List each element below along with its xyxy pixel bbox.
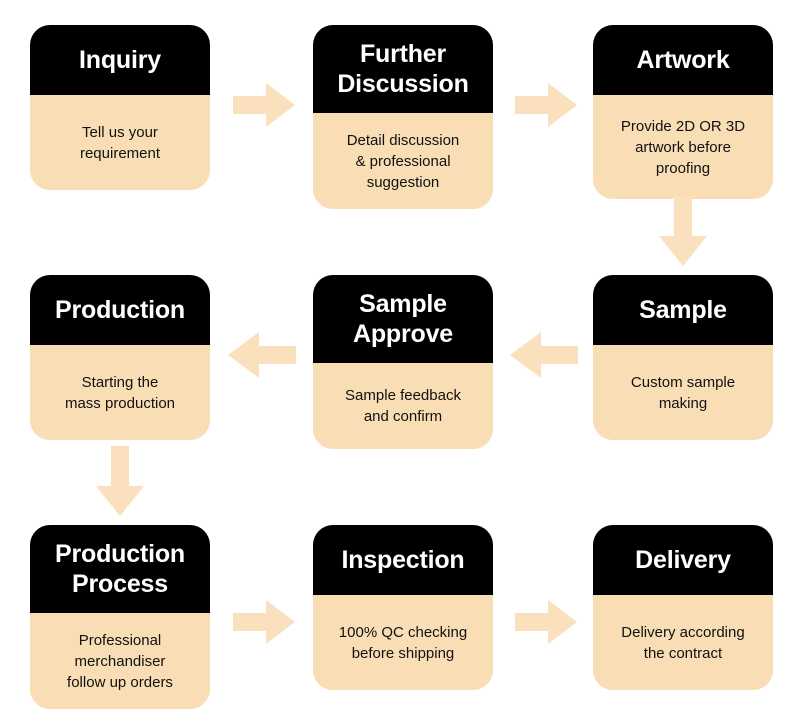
flow-node-body: Detail discussion & professional suggest… (313, 113, 493, 209)
flow-node-title: Sample Approve (313, 275, 493, 363)
body-line: suggestion (366, 173, 440, 191)
flow-node-body-text: Detail discussion & professional suggest… (347, 130, 460, 193)
body-line: Provide 2D OR 3D (620, 117, 746, 135)
flow-node-body-text: Professional merchandiser follow up orde… (67, 630, 173, 693)
flow-node-delivery[interactable]: Delivery Delivery according the contract (593, 525, 773, 690)
body-line: Professional (78, 631, 162, 649)
body-line: and confirm (363, 408, 443, 425)
flow-node-inspection[interactable]: Inspection 100% QC checking before shipp… (313, 525, 493, 690)
flow-node-body-text: Starting the mass production (65, 372, 175, 414)
flow-node-title-text: Further Discussion (337, 39, 469, 99)
body-line: follow up orders (67, 673, 173, 691)
flow-node-title: Inspection (313, 525, 493, 595)
flow-node-title: Inquiry (30, 25, 210, 95)
flow-node-title: Artwork (593, 25, 773, 95)
body-line: Sample feedback (345, 387, 461, 404)
body-line: 100% QC checking (338, 623, 468, 641)
flow-node-title-text: Inspection (341, 546, 465, 574)
flow-node-sample-approve[interactable]: Sample Approve Sample feedback and confi… (313, 275, 493, 449)
flow-node-title: Sample (593, 275, 773, 345)
body-line: Delivery according (621, 623, 745, 641)
flow-node-body-text: Delivery according the contract (621, 622, 744, 664)
flow-node-body: 100% QC checking before shipping (313, 595, 493, 690)
title-line: Process (72, 570, 168, 598)
flow-node-production-process[interactable]: Production Process Professional merchand… (30, 525, 210, 709)
flow-node-body: Tell us your requirement (30, 95, 210, 190)
flow-node-body: Professional merchandiser follow up orde… (30, 613, 210, 709)
body-line: & professional (355, 152, 451, 170)
title-line: Production (55, 540, 185, 568)
title-line: Discussion (337, 70, 469, 98)
body-line: before shipping (351, 644, 455, 662)
flow-node-title: Production Process (30, 525, 210, 613)
flow-node-production[interactable]: Production Starting the mass production (30, 275, 210, 440)
arrow-right-icon (233, 83, 295, 127)
flow-node-sample[interactable]: Sample Custom sample making (593, 275, 773, 440)
flow-node-title: Production (30, 275, 210, 345)
body-line: making (658, 394, 708, 412)
arrow-down-icon (659, 196, 707, 266)
flow-node-body: Starting the mass production (30, 345, 210, 440)
body-line: Starting the (81, 373, 159, 391)
arrow-right-icon (233, 600, 295, 644)
arrow-down-icon (96, 446, 144, 516)
arrow-left-icon (228, 332, 296, 378)
body-line: mass production (64, 394, 176, 412)
flow-node-title-text: Inquiry (79, 46, 161, 74)
flow-node-title-text: Sample Approve (353, 289, 453, 349)
body-line: artwork before (635, 138, 731, 156)
flow-node-title-text: Delivery (635, 546, 731, 574)
flow-node-inquiry[interactable]: Inquiry Tell us your requirement (30, 25, 210, 190)
flow-node-further-discussion[interactable]: Further Discussion Detail discussion & p… (313, 25, 493, 209)
flow-node-title: Further Discussion (313, 25, 493, 113)
body-line: merchandiser (74, 652, 166, 670)
body-line: proofing (655, 159, 711, 177)
flow-node-title-text: Artwork (636, 46, 730, 74)
body-line: Tell us your (82, 123, 158, 141)
body-line: Detail discussion (346, 131, 460, 149)
flow-node-body: Provide 2D OR 3D artwork before proofing (593, 95, 773, 199)
body-line: requirement (79, 144, 161, 162)
title-line: Further (359, 40, 447, 68)
flow-node-artwork[interactable]: Artwork Provide 2D OR 3D artwork before … (593, 25, 773, 199)
flow-node-body-text: Custom sample making (631, 372, 735, 414)
flow-node-body-text: 100% QC checking before shipping (339, 622, 467, 664)
flow-node-title-text: Production (55, 296, 185, 324)
flow-node-body-text: Provide 2D OR 3D artwork before proofing (621, 116, 745, 179)
flow-node-title: Delivery (593, 525, 773, 595)
title-line: Approve (352, 320, 453, 348)
arrow-right-icon (515, 83, 577, 127)
flow-node-title-text: Sample (639, 296, 727, 324)
body-line: Custom sample (630, 373, 736, 391)
flow-node-body: Delivery according the contract (593, 595, 773, 690)
title-line: Sample (359, 290, 447, 318)
flow-node-body-text: Tell us your requirement (80, 122, 160, 164)
body-line: the contract (643, 644, 723, 662)
arrow-left-icon (510, 332, 578, 378)
flow-node-body: Custom sample making (593, 345, 773, 440)
arrow-right-icon (515, 600, 577, 644)
flow-node-title-text: Production Process (55, 539, 185, 599)
flow-node-body-text: Sample feedback and confirm (345, 385, 461, 427)
flow-node-body: Sample feedback and confirm (313, 363, 493, 449)
